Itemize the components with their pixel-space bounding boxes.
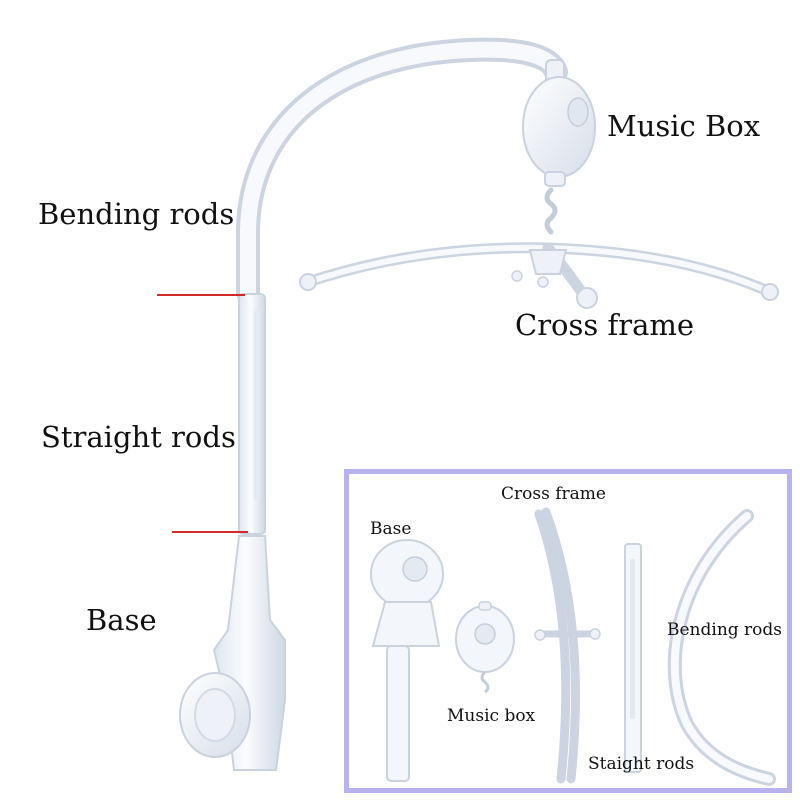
inset-base-label: Base [370,519,412,539]
straight-rod [238,293,266,535]
bending-rods-label: Bending rods [38,197,235,231]
inset-bending-rods-label: Bending rods [667,620,783,640]
straight-rods-label: Straight rods [41,420,236,454]
inset-straight-rods-label: Staight rods [588,754,695,774]
straight-base-divider [172,531,248,533]
parts-inset-panel: Cross frame Base Bending rods Music box … [344,469,792,793]
inset-cross-frame [534,507,601,784]
hook-chain [544,187,558,235]
inset-music-box [455,601,515,694]
cross-frame [299,242,779,309]
inset-music-box-label: Music box [447,706,536,726]
inset-bending-rod [667,509,776,786]
base-label: Base [86,603,157,637]
parts-inset-illustration [370,507,776,786]
inset-straight-rod [624,543,642,773]
music-box-label: Music Box [607,109,761,143]
inset-cross-frame-label: Cross frame [501,484,606,504]
music-box [522,76,596,178]
cross-frame-label: Cross frame [515,308,695,342]
inset-base-part [370,539,444,782]
bending-straight-divider [157,294,245,296]
